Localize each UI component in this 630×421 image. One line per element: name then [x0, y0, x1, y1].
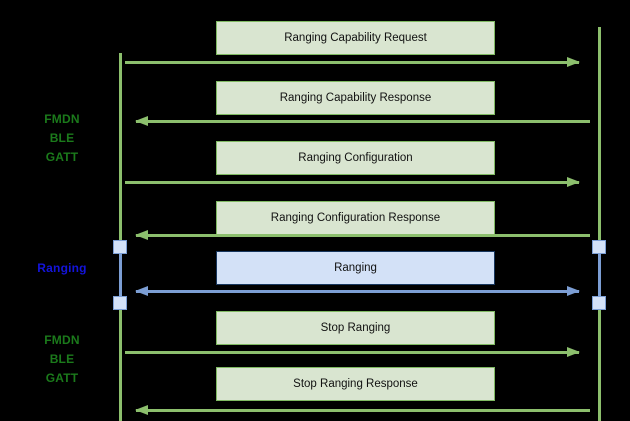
message-arrow-ranging-bidirectional	[135, 286, 580, 297]
message-box-stop-ranging-response: Stop Ranging Response	[216, 367, 495, 401]
arrow-shaft	[125, 351, 579, 354]
arrow-shaft	[125, 181, 579, 184]
arrowhead-left-icon	[135, 230, 148, 240]
arrow-shaft	[136, 120, 590, 123]
activation-node-left-end	[113, 296, 127, 310]
arrowhead-left-icon	[135, 405, 148, 415]
lifeline-right-lower	[598, 300, 601, 421]
message-arrow-stop-ranging	[125, 347, 580, 358]
activation-bar-right	[598, 246, 601, 308]
message-box-ranging-capability-response: Ranging Capability Response	[216, 81, 495, 115]
arrowhead-right-icon	[567, 177, 580, 187]
arrowhead-left-icon	[135, 116, 148, 126]
message-box-ranging: Ranging	[216, 251, 495, 285]
message-box-ranging-capability-request: Ranging Capability Request	[216, 21, 495, 55]
message-arrow-stop-ranging-response	[135, 405, 590, 416]
activation-bar-left	[119, 246, 122, 308]
activation-node-right-end	[592, 296, 606, 310]
arrowhead-right-icon	[567, 347, 580, 357]
lifeline-left-upper	[119, 53, 122, 241]
message-box-stop-ranging: Stop Ranging	[216, 311, 495, 345]
phase-label-fmdn-ble-gatt-top: FMDN BLE GATT	[44, 112, 80, 164]
activation-node-left-start	[113, 240, 127, 254]
lifeline-right-upper	[598, 27, 601, 241]
arrowhead-right-icon	[567, 286, 580, 296]
arrow-shaft	[125, 61, 579, 64]
activation-node-right-start	[592, 240, 606, 254]
phase-label-ranging: Ranging	[37, 261, 87, 275]
message-arrow-ranging-capability-response	[135, 116, 590, 127]
arrow-shaft	[136, 290, 579, 293]
arrow-shaft	[136, 234, 590, 237]
phase-label-fmdn-ble-gatt-bottom: FMDN BLE GATT	[44, 333, 80, 385]
message-arrow-ranging-configuration	[125, 177, 580, 188]
lifeline-left-lower	[119, 300, 122, 421]
arrow-shaft	[136, 409, 590, 412]
message-box-ranging-configuration-response: Ranging Configuration Response	[216, 201, 495, 235]
arrowhead-right-icon	[567, 57, 580, 67]
message-arrow-ranging-configuration-response	[135, 230, 590, 241]
arrowhead-left-icon	[135, 286, 148, 296]
message-box-ranging-configuration: Ranging Configuration	[216, 141, 495, 175]
message-arrow-ranging-capability-request	[125, 57, 580, 68]
